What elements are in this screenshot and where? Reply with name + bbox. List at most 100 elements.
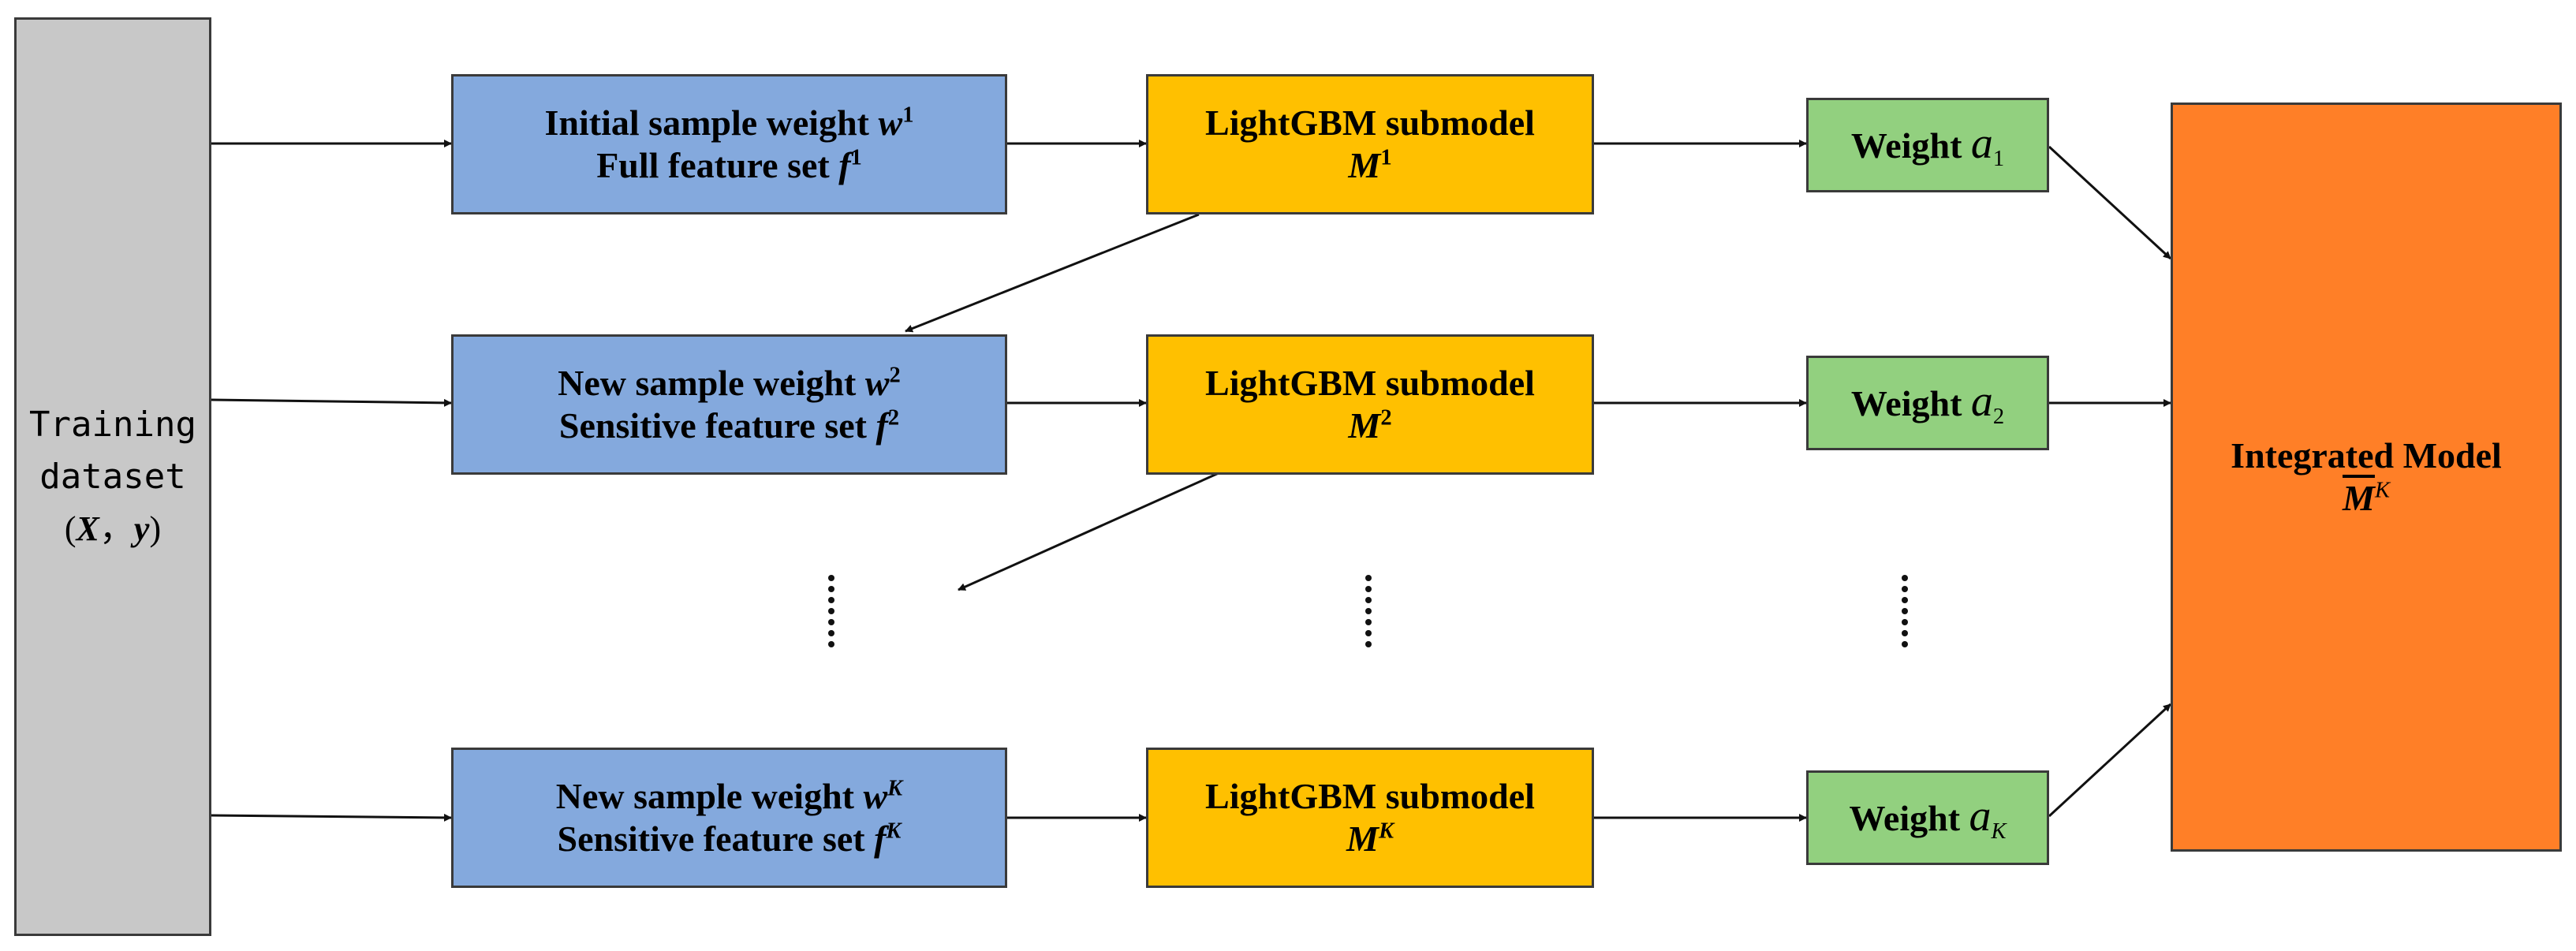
weight-sup-row2: 2 xyxy=(889,363,901,388)
submodel-label-row1: LightGBM submodel xyxy=(1205,102,1535,143)
weight-var-row2: w xyxy=(864,362,890,403)
arrow-training-to-rowk xyxy=(211,813,452,822)
weight-var-row1: w xyxy=(878,102,903,143)
model-sup-row1: 1 xyxy=(1380,145,1392,170)
weight-box-row1: Initial sample weight w1 Full feature se… xyxy=(451,74,1007,214)
model-var-rowk: M xyxy=(1346,819,1379,859)
feature-prefix-row1: Full feature set xyxy=(596,145,839,185)
ellipsis-alpha-column xyxy=(1900,572,1910,650)
feature-sup-rowk: K xyxy=(886,819,902,844)
arrow-alphak-to-integrated xyxy=(2048,703,2172,818)
ellipsis-dot xyxy=(1902,597,1908,603)
model-var-row1: M xyxy=(1348,145,1381,185)
feature-var-row2: f xyxy=(875,405,888,446)
weight-box-row2: New sample weight w2 Sensitive feature s… xyxy=(451,334,1007,475)
alpha-line-row1: Weight a1 xyxy=(1851,117,2004,173)
feature-prefix-rowk: Sensitive feature set xyxy=(557,819,875,859)
ellipsis-dot xyxy=(1902,641,1908,647)
submodel-box-rowk: LightGBM submodel MK xyxy=(1146,748,1594,888)
training-label-line2: dataset xyxy=(39,456,186,497)
model-sup-row2: 2 xyxy=(1380,405,1392,431)
ellipsis-dot xyxy=(828,608,834,614)
ellipsis-dot xyxy=(1365,608,1372,614)
integrated-model-var-line: MK xyxy=(2343,477,2390,520)
weight-sup-rowk: K xyxy=(887,776,903,801)
alpha-var-rowk: a xyxy=(1969,792,1992,841)
weight-line-row2: New sample weight w2 xyxy=(558,362,901,405)
training-y-var: y xyxy=(133,509,150,548)
weight-line-rowk: New sample weight wK xyxy=(556,775,902,818)
ellipsis-dot xyxy=(1365,575,1372,581)
submodel-label-row2: LightGBM submodel xyxy=(1205,362,1535,403)
weight-line-row1: Initial sample weight w1 xyxy=(545,102,914,144)
ellipsis-dot xyxy=(1365,630,1372,636)
integrated-model-label: Integrated Model xyxy=(2231,434,2502,476)
integrated-model-sup: K xyxy=(2374,478,2390,503)
ellipsis-weight-column xyxy=(827,572,836,650)
alpha-box-row1: Weight a1 xyxy=(1806,98,2049,192)
alpha-label-row2: Weight xyxy=(1850,383,1971,424)
ellipsis-dot xyxy=(828,597,834,603)
weight-var-rowk: w xyxy=(863,775,888,816)
weight-prefix-rowk: New sample weight xyxy=(555,775,864,816)
weight-box-rowk: New sample weight wK Sensitive feature s… xyxy=(451,748,1007,888)
alpha-label-rowk: Weight xyxy=(1849,798,1969,839)
ellipsis-dot xyxy=(1365,619,1372,625)
submodel-box-row2: LightGBM submodel M2 xyxy=(1146,334,1594,475)
alpha-var-row2: a xyxy=(1970,377,1993,427)
weight-prefix-row1: Initial sample weight xyxy=(544,102,879,143)
ellipsis-dot xyxy=(1365,641,1372,647)
training-label-line1: Training xyxy=(29,404,196,445)
alpha-box-row2: Weight a2 xyxy=(1806,356,2049,450)
ellipsis-dot xyxy=(1365,586,1372,592)
feature-var-row1: f xyxy=(838,145,851,185)
training-open-paren: ( xyxy=(64,509,77,548)
feature-line-row1: Full feature set f1 xyxy=(596,144,862,187)
training-dataset-box: Training dataset (X，y) xyxy=(14,17,211,936)
weight-sup-row1: 1 xyxy=(902,103,914,128)
arrow-submodel2-to-ellipsis xyxy=(958,472,1219,591)
training-x-var: X xyxy=(76,509,99,548)
training-label-vars: (X，y) xyxy=(65,503,161,555)
weight-prefix-row2: New sample weight xyxy=(558,362,865,403)
model-line-rowk: MK xyxy=(1346,818,1394,860)
alpha-label-row1: Weight xyxy=(1850,125,1971,166)
ellipsis-dot xyxy=(828,586,834,592)
training-close-paren: ) xyxy=(149,509,162,548)
model-line-row2: M2 xyxy=(1348,405,1391,447)
model-line-row1: M1 xyxy=(1348,144,1391,187)
alpha-line-rowk: Weight aK xyxy=(1849,790,2006,845)
ellipsis-dot xyxy=(1902,619,1908,625)
ellipsis-dot xyxy=(828,641,834,647)
ellipsis-dot xyxy=(1902,586,1908,592)
alpha-line-row2: Weight a2 xyxy=(1851,375,2004,431)
feature-var-rowk: f xyxy=(874,819,887,859)
submodel-label-rowk: LightGBM submodel xyxy=(1205,775,1535,816)
integrated-model-var: M xyxy=(2343,478,2375,518)
model-sup-rowk: K xyxy=(1378,819,1394,844)
ellipsis-dot xyxy=(1902,630,1908,636)
alpha-sub-row2: 2 xyxy=(1992,405,2005,430)
submodel-box-row1: LightGBM submodel M1 xyxy=(1146,74,1594,214)
arrow-training-to-row2 xyxy=(211,398,452,407)
alpha-sub-rowk: K xyxy=(1991,819,2007,845)
feature-line-row2: Sensitive feature set f2 xyxy=(559,405,899,447)
feature-line-rowk: Sensitive feature set fK xyxy=(558,818,902,860)
integrated-model-box: Integrated Model MK xyxy=(2171,103,2562,852)
arrow-alpha1-to-integrated xyxy=(2048,145,2172,260)
feature-prefix-row2: Sensitive feature set xyxy=(558,405,876,446)
ellipsis-dot xyxy=(828,630,834,636)
ellipsis-dot xyxy=(1902,608,1908,614)
model-var-row2: M xyxy=(1348,405,1381,446)
training-separator: ， xyxy=(99,509,134,548)
ellipsis-dot xyxy=(1365,597,1372,603)
ellipsis-dot xyxy=(828,619,834,625)
feature-sup-row2: 2 xyxy=(887,405,900,431)
feature-sup-row1: 1 xyxy=(850,145,862,170)
arrow-submodel1-to-weight2 xyxy=(905,213,1200,333)
ellipsis-submodel-column xyxy=(1364,572,1373,650)
ellipsis-dot xyxy=(828,575,834,581)
alpha-var-row1: a xyxy=(1970,119,1993,169)
